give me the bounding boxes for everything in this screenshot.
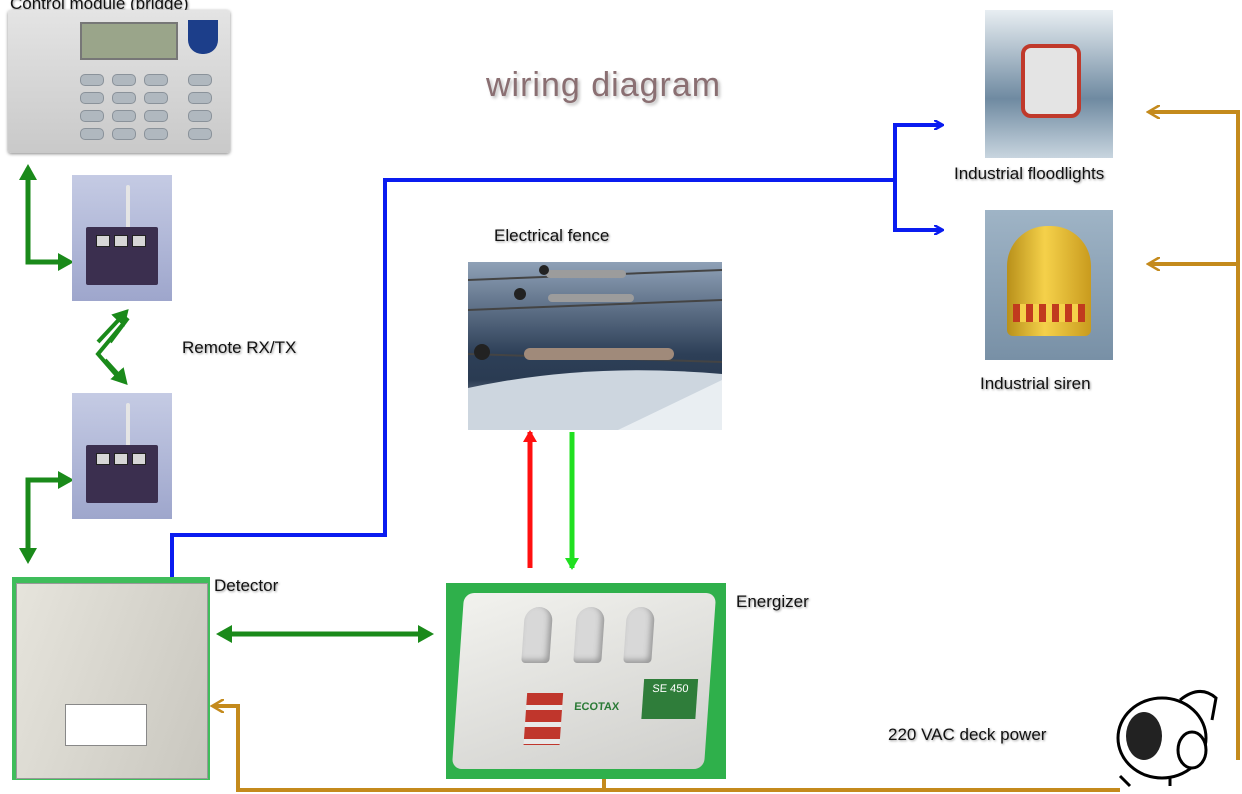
remote-unit-top-image (72, 175, 172, 301)
keypad-key (188, 110, 212, 122)
keypad-key (80, 128, 104, 140)
keypad-key (80, 110, 104, 122)
logo-icon (188, 20, 218, 54)
keypad-key (188, 74, 212, 86)
floodlight-icon (1021, 44, 1081, 118)
keypad-key (188, 128, 212, 140)
energizer-body: ECOTAX SE 450 (451, 593, 717, 769)
terminal-icon (623, 607, 656, 663)
radio-link-up (96, 309, 129, 344)
antenna-icon (126, 185, 130, 231)
remote-detector-link (25, 471, 74, 500)
keypad-key (144, 74, 168, 86)
energizer-label: Energizer (736, 592, 809, 611)
electrical-fence-label: Electrical fence (494, 226, 610, 245)
remote-unit-bottom-image (72, 393, 172, 519)
siren-image (985, 210, 1113, 360)
control-link (25, 240, 74, 271)
energizer-brand: ECOTAX (573, 701, 620, 713)
lcd-display (80, 22, 178, 60)
keypad-key (80, 74, 104, 86)
keypad-key (112, 92, 136, 104)
keypad-key (80, 92, 104, 104)
signal-wire (170, 125, 942, 578)
diagram-title: wiring diagram (486, 66, 722, 104)
detector-plate (65, 704, 147, 746)
fence-photo (468, 265, 722, 430)
detector-cabinet (16, 583, 208, 779)
radio-link-down (103, 358, 128, 385)
siren-label: Industrial siren (980, 374, 1091, 393)
power-wire (1150, 112, 1240, 760)
detector-label: Detector (214, 576, 279, 595)
detector-image (12, 577, 210, 780)
floodlights-label: Industrial floodlights (954, 164, 1105, 183)
remote-housing (86, 445, 158, 503)
keypad-key (144, 92, 168, 104)
floodlights-image (985, 10, 1113, 158)
control-module-label: Control module (bridge) (10, 0, 189, 13)
warning-tag (523, 693, 564, 745)
keypad-key (188, 92, 212, 104)
energizer-image: ECOTAX SE 450 (446, 583, 726, 779)
outlet-drawing (1116, 690, 1218, 788)
antenna-icon (126, 403, 130, 449)
electrical-fence-image (468, 262, 722, 430)
remote-label: Remote RX/TX (182, 338, 297, 357)
remote-housing (86, 227, 158, 285)
keypad-key (112, 74, 136, 86)
deck-power-outlet-image (1100, 680, 1230, 788)
siren-icon (1007, 226, 1091, 336)
control-module-image (8, 10, 230, 153)
power-wire-bottom (214, 706, 1120, 792)
signal-wire-branch (893, 180, 942, 230)
terminal-icon (521, 607, 554, 663)
keypad-key (112, 128, 136, 140)
energizer-model: SE 450 (651, 683, 689, 695)
keypad-key (144, 128, 168, 140)
model-badge: SE 450 (641, 679, 699, 719)
keypad-key (144, 110, 168, 122)
keypad-key (112, 110, 136, 122)
terminal-icon (573, 607, 606, 663)
deck-power-label: 220 VAC deck power (888, 725, 1047, 744)
